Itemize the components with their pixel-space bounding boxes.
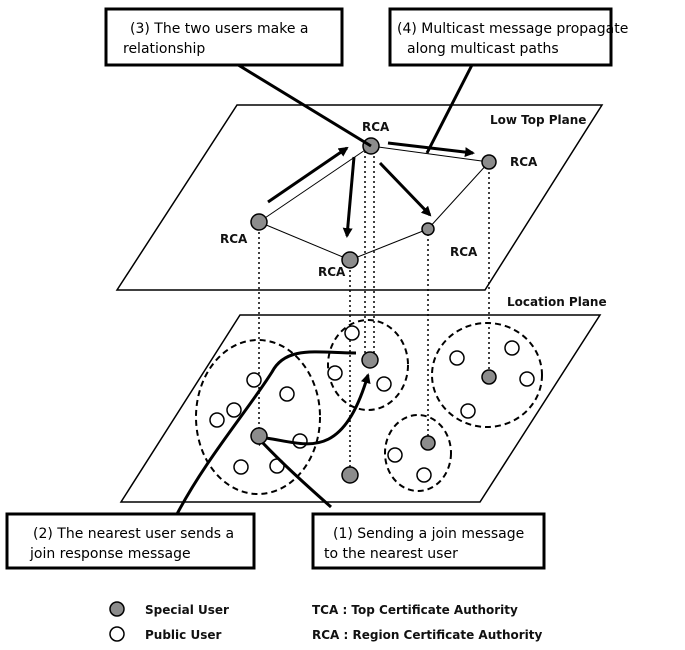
special-users xyxy=(250,351,497,484)
low-top-plane xyxy=(115,104,604,291)
legend-public-user-label: Public User xyxy=(145,628,221,642)
callout-4-line1: (4) Multicast message propagate xyxy=(397,21,628,37)
callout-2-line2: join response message xyxy=(29,546,191,562)
rca-label-left: RCA xyxy=(220,232,248,246)
special-user-center xyxy=(341,466,359,484)
edge-center-left xyxy=(258,221,351,261)
public-user xyxy=(460,403,476,419)
top-plane-label: Low Top Plane xyxy=(490,113,586,127)
callout-connectors xyxy=(234,61,475,154)
public-user xyxy=(519,371,535,387)
legend-tca-label: TCA : Top Certificate Authority xyxy=(312,603,518,617)
rca-nodes xyxy=(250,137,497,269)
public-user xyxy=(376,376,392,392)
public-user xyxy=(449,350,465,366)
public-user xyxy=(279,386,295,402)
cluster-lower-right xyxy=(384,414,452,492)
special-user-left xyxy=(250,427,268,445)
public-user xyxy=(246,372,262,388)
rca-label-center: RCA xyxy=(318,265,346,279)
callout-4-line2: along multicast paths xyxy=(407,41,559,57)
public-user xyxy=(416,467,432,483)
arrow-to-lower-right xyxy=(378,161,432,217)
callout-3-line2: relationship xyxy=(123,41,205,57)
special-user-lower-right xyxy=(420,435,436,451)
edge-lowerright-center xyxy=(349,228,429,261)
edge-left-top xyxy=(258,145,372,223)
legend-public-user-icon xyxy=(109,626,125,642)
public-user xyxy=(209,412,225,428)
cluster-middle xyxy=(327,319,409,411)
connector-callout-3 xyxy=(234,61,372,148)
rca-node-right xyxy=(481,154,497,170)
rca-node-center xyxy=(341,251,359,269)
legend-rca-label: RCA : Region Certificate Authority xyxy=(312,628,543,642)
callout-1-line2: to the nearest user xyxy=(324,546,458,562)
location-plane-label: Location Plane xyxy=(507,295,607,309)
arrow-to-left xyxy=(267,146,349,204)
public-user xyxy=(226,402,242,418)
network-edges xyxy=(258,145,490,261)
region-clusters xyxy=(195,319,543,495)
rca-label-lower-right: RCA xyxy=(450,245,478,259)
public-user xyxy=(504,340,520,356)
public-user xyxy=(292,433,308,449)
public-user xyxy=(387,447,403,463)
public-user xyxy=(344,325,360,341)
edge-top-right xyxy=(370,145,490,163)
cluster-right xyxy=(431,322,543,428)
callout-1-line1: (1) Sending a join message xyxy=(333,526,524,542)
legend-special-user-label: Special User xyxy=(145,603,229,617)
edge-right-lowerright xyxy=(427,161,490,230)
callout-1: (1) Sending a join message to the neares… xyxy=(311,512,546,570)
callout-3: (3) The two users make a relationship xyxy=(104,7,344,67)
rca-node-lower-right xyxy=(421,222,435,236)
public-user xyxy=(233,459,249,475)
public-users xyxy=(209,325,535,483)
projection-lines xyxy=(258,146,490,475)
legend-special-user-icon xyxy=(109,601,125,617)
callout-4: (4) Multicast message propagate along mu… xyxy=(388,7,628,67)
rca-node-left xyxy=(250,213,268,231)
connector-callout-4 xyxy=(425,62,475,154)
callout-2: (2) The nearest user sends a join respon… xyxy=(5,512,256,570)
rca-label-top: RCA xyxy=(362,120,390,134)
callout-3-line1: (3) The two users make a xyxy=(130,21,308,37)
arrow-to-center xyxy=(342,156,356,238)
callout-2-line1: (2) The nearest user sends a xyxy=(33,526,234,542)
rca-label-right: RCA xyxy=(510,155,538,169)
response-to-callout-2 xyxy=(174,350,357,517)
special-user-middle xyxy=(361,351,379,369)
legend: Special User Public User TCA : Top Certi… xyxy=(109,601,543,642)
public-user xyxy=(327,365,343,381)
join-response-path xyxy=(256,373,371,446)
cluster-left xyxy=(195,339,321,495)
special-user-right xyxy=(481,369,497,385)
